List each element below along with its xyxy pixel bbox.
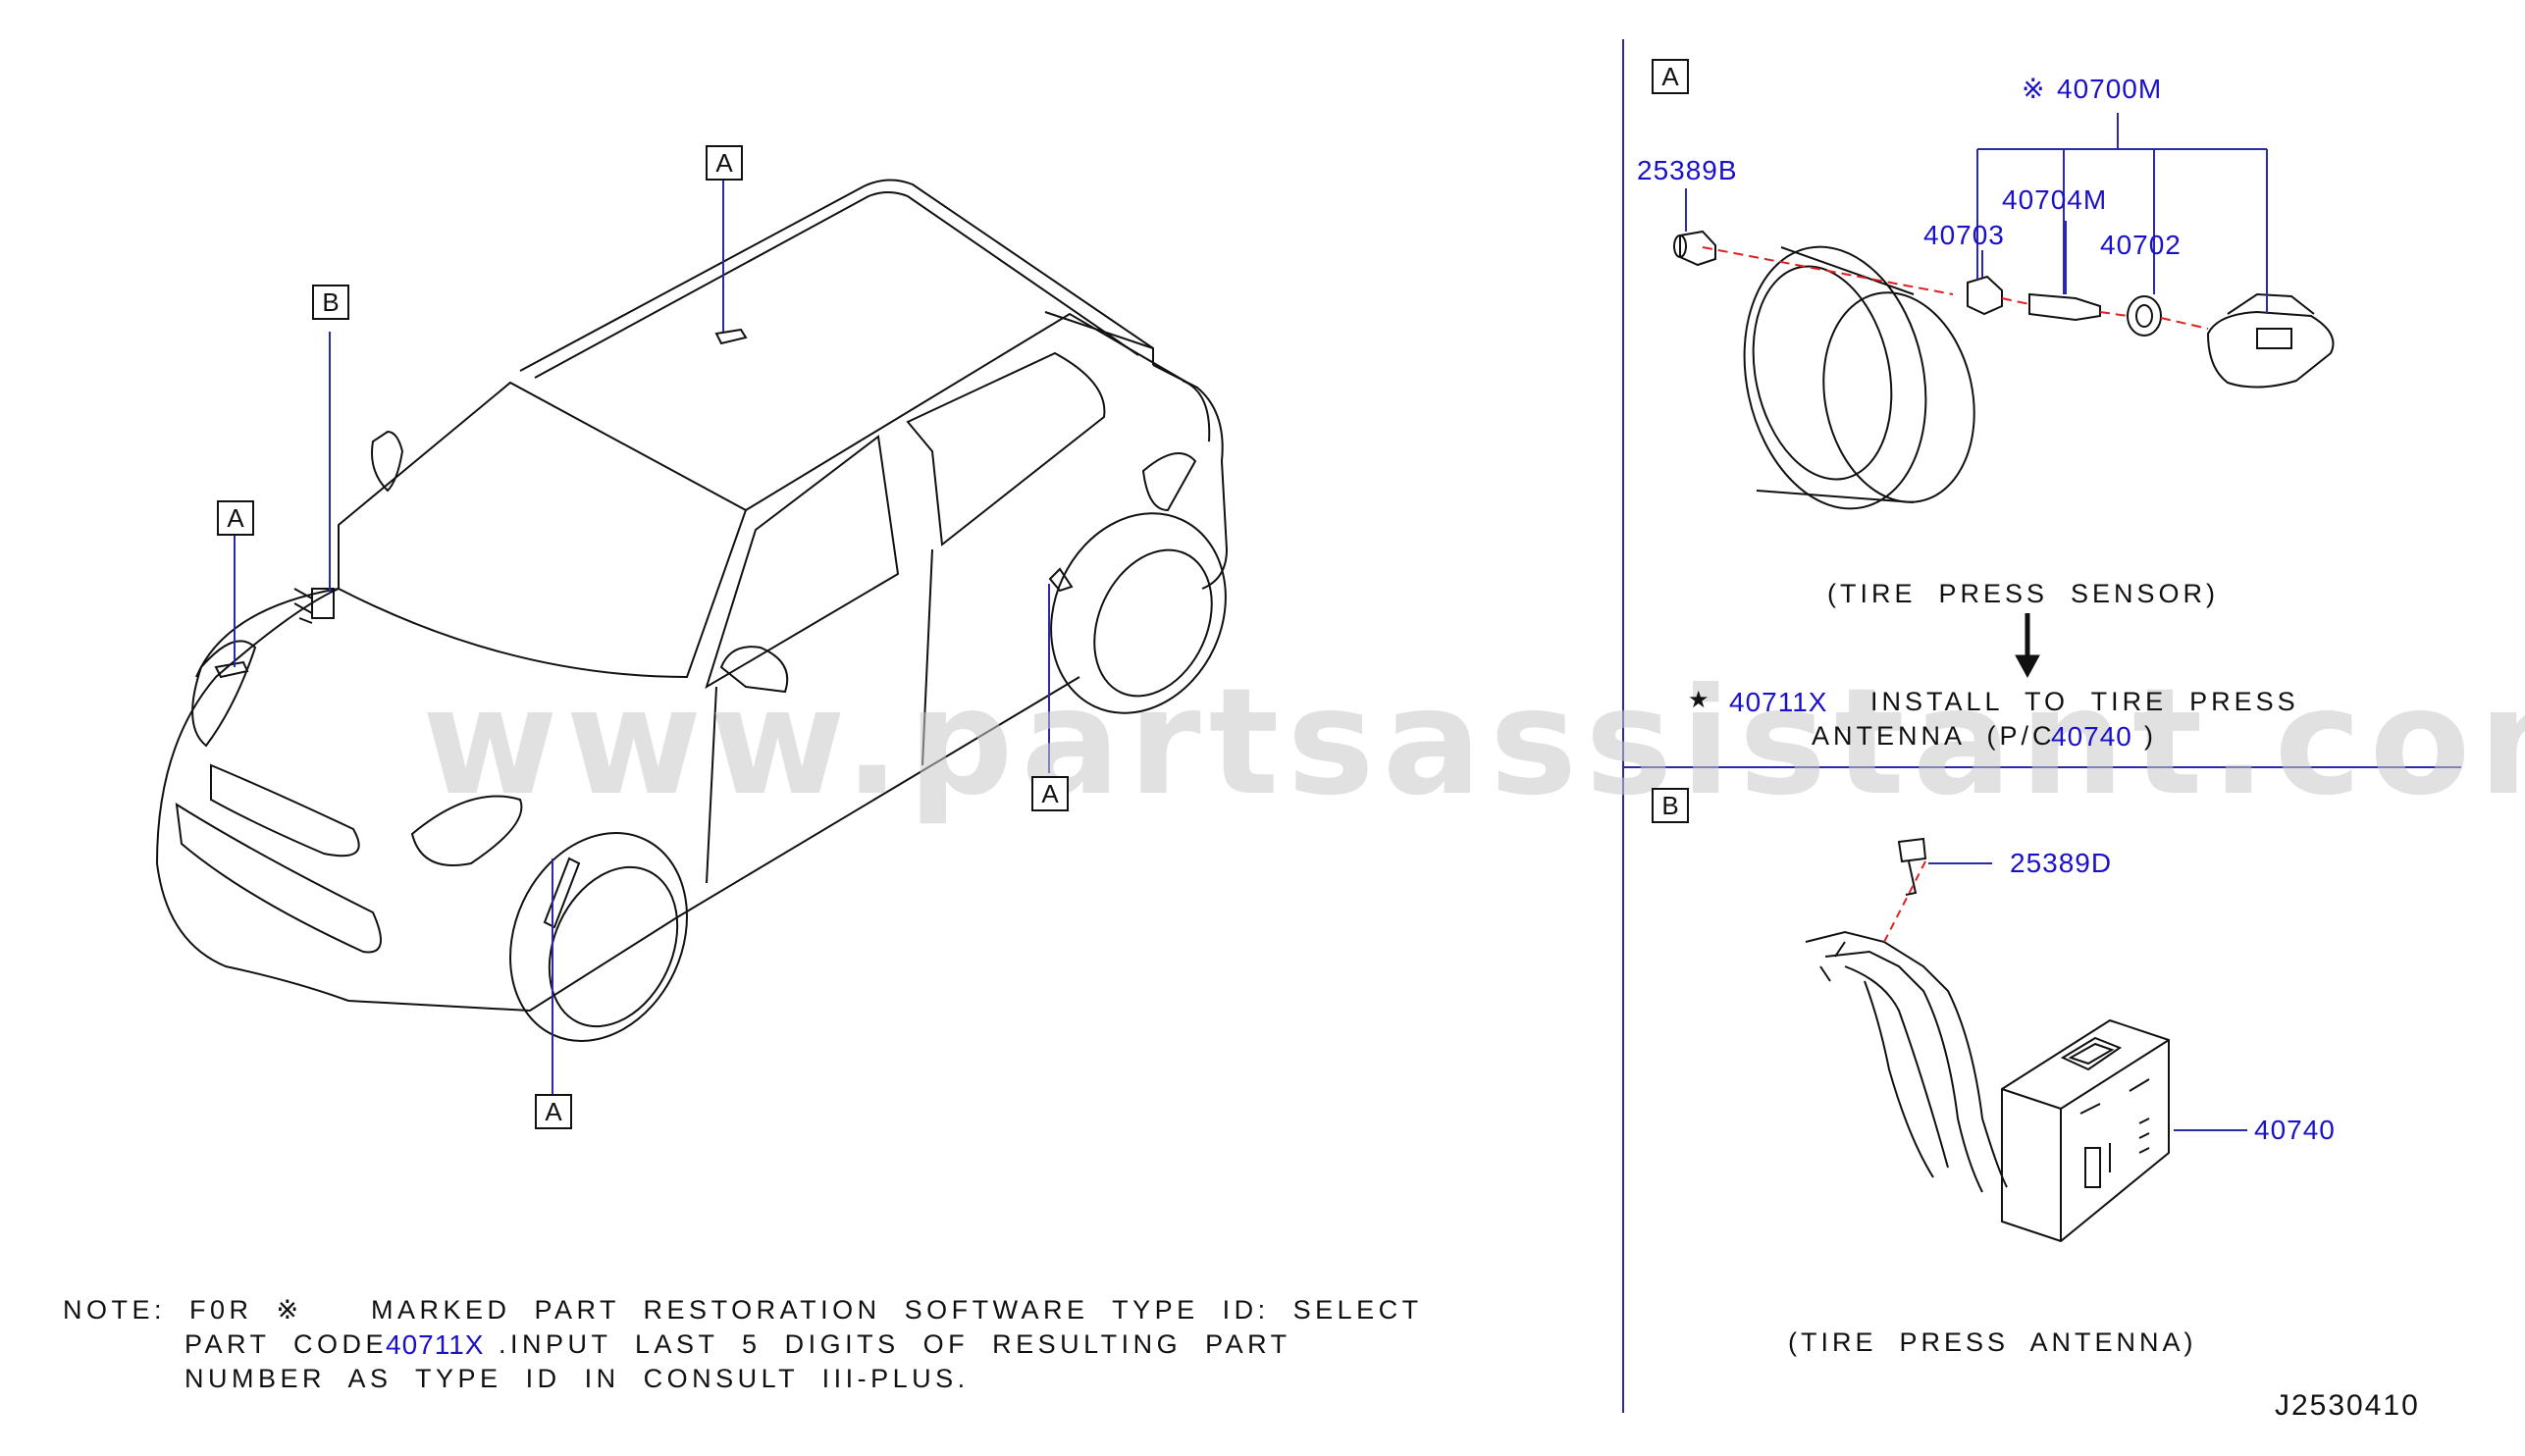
install-text-line1: INSTALL TO TIRE PRESS [1870, 687, 2299, 716]
tire-press-antenna-caption: (TIRE PRESS ANTENNA) [1788, 1327, 2197, 1357]
note-line3: NUMBER AS TYPE ID IN CONSULT III-PLUS. [184, 1364, 970, 1393]
note-part-number-40711X[interactable]: 40711X [386, 1329, 485, 1360]
part-number-40711X-install[interactable]: 40711X [1729, 687, 1828, 717]
callout-a-rear-right[interactable]: A [1031, 776, 1069, 811]
part-number-40702[interactable]: 40702 [2100, 230, 2182, 260]
part-number-25389B[interactable]: 25389B [1637, 155, 1738, 185]
car-outline [155, 179, 1229, 1042]
note-line2-prefix: PART CODE [184, 1329, 389, 1359]
part-number-40700M[interactable]: 40700M [2057, 74, 2163, 104]
note-line1-prefix: NOTE: F0R ※ [63, 1295, 303, 1325]
arrow-down [2015, 613, 2040, 679]
part-number-40703[interactable]: 40703 [1923, 220, 2005, 250]
part-number-40704M[interactable]: 40704M [2002, 184, 2108, 215]
part-number-25389D[interactable]: 25389D [2010, 848, 2113, 878]
bracket-40700M [1976, 113, 2268, 314]
part-number-40740[interactable]: 40740 [2254, 1115, 2336, 1145]
star-icon: ★ [1688, 687, 1712, 713]
callout-a-front-right[interactable]: A [535, 1094, 572, 1129]
car-leader-lines [234, 179, 1050, 1096]
antenna-glyph [293, 588, 335, 624]
install-text-line2: ANTENNA (P/C [1812, 721, 2056, 751]
assembly-dashed-line [1702, 246, 2209, 330]
tire-sensor-drawing [1673, 230, 2335, 510]
install-text-close: ) [2144, 721, 2157, 751]
tire-press-sensor-caption: (TIRE PRESS SENSOR) [1827, 579, 2220, 608]
watermark: www.partsassistant.com [422, 657, 2525, 828]
tire-antenna-drawing [1805, 837, 2170, 1243]
callout-b-antenna[interactable]: B [312, 285, 349, 320]
section-a-header: A [1652, 59, 1689, 94]
sensor-glyph-roof [214, 328, 1074, 929]
note-line1-text: MARKED PART RESTORATION SOFTWARE TYPE ID… [371, 1295, 1423, 1325]
part-40700M-mark: ※ [2022, 74, 2046, 104]
callout-a-front-left[interactable]: A [217, 500, 254, 536]
part-number-40740-pc[interactable]: 40740 [2051, 721, 2132, 752]
note-line2-text: .INPUT LAST 5 DIGITS OF RESULTING PART [499, 1329, 1291, 1359]
screw-dashed-line [1883, 860, 1926, 943]
section-b-header: B [1652, 788, 1689, 823]
diagram-code: J2530410 [2275, 1389, 2420, 1422]
section-b-leaders [1928, 862, 2247, 1131]
section-a-leaders [1685, 188, 2067, 294]
callout-a-roof[interactable]: A [706, 145, 743, 181]
